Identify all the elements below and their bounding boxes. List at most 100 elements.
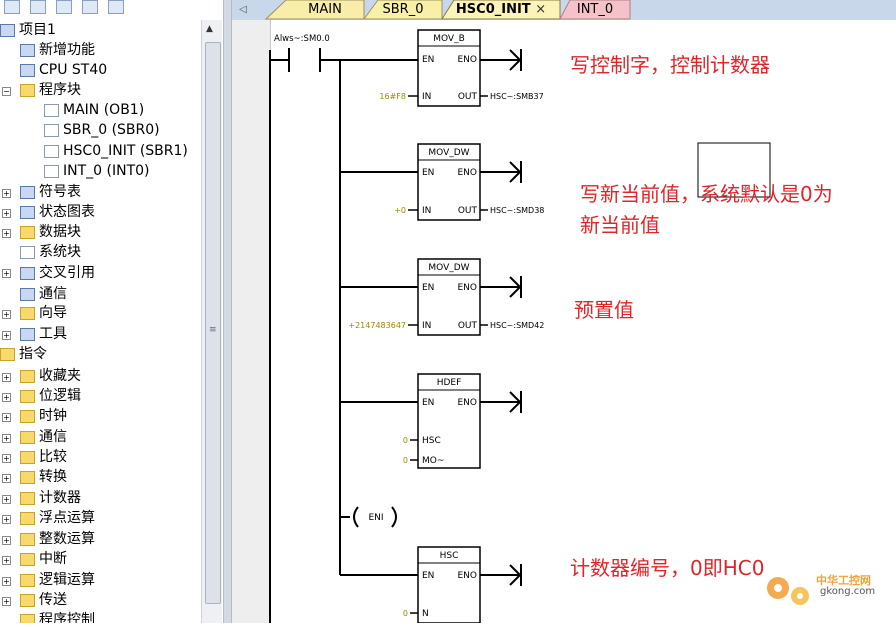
tree-item-label: 通信 — [39, 429, 67, 445]
tree-item-system-block[interactable]: 系统块 — [20, 242, 81, 262]
note-counter-number: 计数器编号，0即HC0 — [570, 556, 765, 580]
tree-item-wizard[interactable]: 向导 — [20, 303, 67, 323]
expand-toggle[interactable]: + — [2, 331, 11, 340]
expand-toggle[interactable]: + — [2, 373, 11, 382]
wand-icon — [20, 306, 35, 320]
expand-toggle[interactable]: + — [2, 556, 11, 565]
expand-toggle[interactable]: + — [2, 597, 11, 606]
en-pin: EN — [422, 283, 434, 293]
tree-item-convert[interactable]: 转换 — [20, 467, 67, 487]
expand-toggle[interactable]: + — [2, 393, 11, 402]
in-value: +2147483647 — [348, 321, 406, 330]
in-pin: IN — [422, 206, 431, 216]
tree-item-label: 符号表 — [39, 184, 81, 200]
tree-item-compare[interactable]: 比较 — [20, 447, 67, 467]
eno-pin: ENO — [457, 571, 477, 581]
tree-item-cross-reference[interactable]: 交叉引用 — [20, 263, 95, 283]
tree-item-hsc0-init[interactable]: HSC0_INIT (SBR1) — [44, 141, 188, 161]
tree-item-counter[interactable]: 计数器 — [20, 488, 81, 508]
program-icon — [44, 164, 59, 178]
panel-splitter[interactable] — [223, 0, 232, 623]
tree-item-tools[interactable]: 工具 — [20, 324, 67, 344]
toolbar-icon[interactable] — [56, 0, 72, 14]
scroll-thumb[interactable]: ≡ — [205, 42, 221, 604]
expand-toggle[interactable]: + — [2, 536, 11, 545]
n-value: 0 — [403, 609, 408, 618]
folder-icon — [20, 369, 35, 383]
expand-toggle[interactable]: + — [2, 454, 11, 463]
tree-item-label: HSC0_INIT (SBR1) — [63, 143, 188, 159]
folder-icon — [0, 347, 15, 361]
tree-item-sbr0[interactable]: SBR_0 (SBR0) — [44, 120, 160, 140]
mov-b-box — [417, 29, 481, 107]
expand-toggle[interactable]: + — [2, 495, 11, 504]
editor-tabs: ◁ MAIN SBR_0 HSC0_INIT × INT_0 — [232, 0, 896, 21]
folder-icon — [20, 83, 35, 97]
tree-item-new-features[interactable]: 新增功能 — [20, 40, 95, 60]
tree-item-float-math[interactable]: 浮点运算 — [20, 508, 95, 528]
tree-item-label: 通信 — [39, 286, 67, 302]
tree-item-interrupt[interactable]: 中断 — [20, 549, 67, 569]
tree-item-favorites[interactable]: 收藏夹 — [20, 366, 81, 386]
expand-toggle[interactable]: + — [2, 434, 11, 443]
ladder-editor[interactable]: Alws~:SM0.0 MOV_B EN ENO IN OUT 16#F8 HS… — [232, 20, 896, 623]
tree-item-move[interactable]: 传送 — [20, 590, 67, 610]
toolbar-icon[interactable] — [4, 0, 20, 14]
toolbar-icon[interactable] — [82, 0, 98, 14]
tree-toolbar — [0, 0, 200, 18]
tab-sbr0[interactable]: SBR_0 — [364, 0, 442, 19]
table-icon — [20, 266, 35, 280]
expand-toggle[interactable]: + — [2, 515, 11, 524]
tab-hsc0-init[interactable]: HSC0_INIT × — [442, 0, 560, 19]
tree-item-communication-instr[interactable]: 通信 — [20, 427, 67, 447]
toolbar-icon[interactable] — [108, 0, 124, 14]
tree-item-instructions[interactable]: 指令 — [0, 344, 47, 364]
toolbar-icon[interactable] — [30, 0, 46, 14]
in-pin: IN — [422, 92, 431, 102]
watermark-url: gkong.com — [820, 586, 876, 597]
tab-close-icon[interactable]: × — [535, 2, 547, 17]
move-icon — [20, 593, 35, 607]
expand-toggle[interactable]: + — [2, 269, 11, 278]
convert-icon — [20, 470, 35, 484]
tree-item-bit-logic[interactable]: 位逻辑 — [20, 386, 81, 406]
expand-toggle[interactable]: + — [2, 413, 11, 422]
collapse-toggle[interactable]: − — [2, 87, 11, 96]
tab-int0[interactable]: INT_0 — [560, 0, 630, 19]
expand-toggle[interactable]: + — [2, 189, 11, 198]
tree-item-project[interactable]: 项目1 — [0, 20, 56, 40]
scroll-up-icon[interactable]: ▲ — [206, 24, 213, 34]
tree-item-status-chart[interactable]: 状态图表 — [20, 202, 95, 222]
box-title: MOV_DW — [428, 263, 469, 273]
table-icon — [20, 185, 35, 199]
expand-toggle[interactable]: + — [2, 577, 11, 586]
tree-item-label: 转换 — [39, 469, 67, 485]
cpu-icon — [20, 63, 35, 77]
expand-toggle[interactable]: + — [2, 209, 11, 218]
tree-item-label: 交叉引用 — [39, 265, 95, 281]
clock-icon — [20, 409, 35, 423]
mov-dw-box — [417, 143, 481, 221]
tree-scrollbar[interactable]: ▲ ≡ — [201, 20, 222, 623]
tree-item-logic-ops[interactable]: 逻辑运算 — [20, 570, 95, 590]
tree-item-int0[interactable]: INT_0 (INT0) — [44, 161, 150, 181]
tree-item-symbol-table[interactable]: 符号表 — [20, 182, 81, 202]
contact-address: Alws~:SM0.0 — [274, 34, 330, 44]
tree-item-clock[interactable]: 时钟 — [20, 406, 67, 426]
box-title: HDEF — [437, 378, 462, 388]
tree-item-main[interactable]: MAIN (OB1) — [44, 100, 144, 120]
tab-main[interactable]: MAIN — [286, 0, 364, 19]
note-new-current-value-1: 写新当前值，系统默认是0为 — [580, 182, 833, 206]
tree-item-cpu[interactable]: CPU ST40 — [20, 60, 107, 80]
program-control-icon — [20, 613, 35, 623]
tree-item-data-block[interactable]: 数据块 — [20, 222, 81, 242]
tree-item-communication[interactable]: 通信 — [20, 284, 67, 304]
box-title: MOV_DW — [428, 148, 469, 158]
expand-toggle[interactable]: + — [2, 229, 11, 238]
tree-item-program-block[interactable]: 程序块 — [20, 80, 81, 100]
expand-toggle[interactable]: + — [2, 474, 11, 483]
tree-item-integer-math[interactable]: 整数运算 — [20, 529, 95, 549]
tab-scroll-left-icon[interactable]: ◁ — [239, 4, 247, 15]
tree-item-program-control[interactable]: 程序控制 — [20, 610, 95, 623]
expand-toggle[interactable]: + — [2, 310, 11, 319]
